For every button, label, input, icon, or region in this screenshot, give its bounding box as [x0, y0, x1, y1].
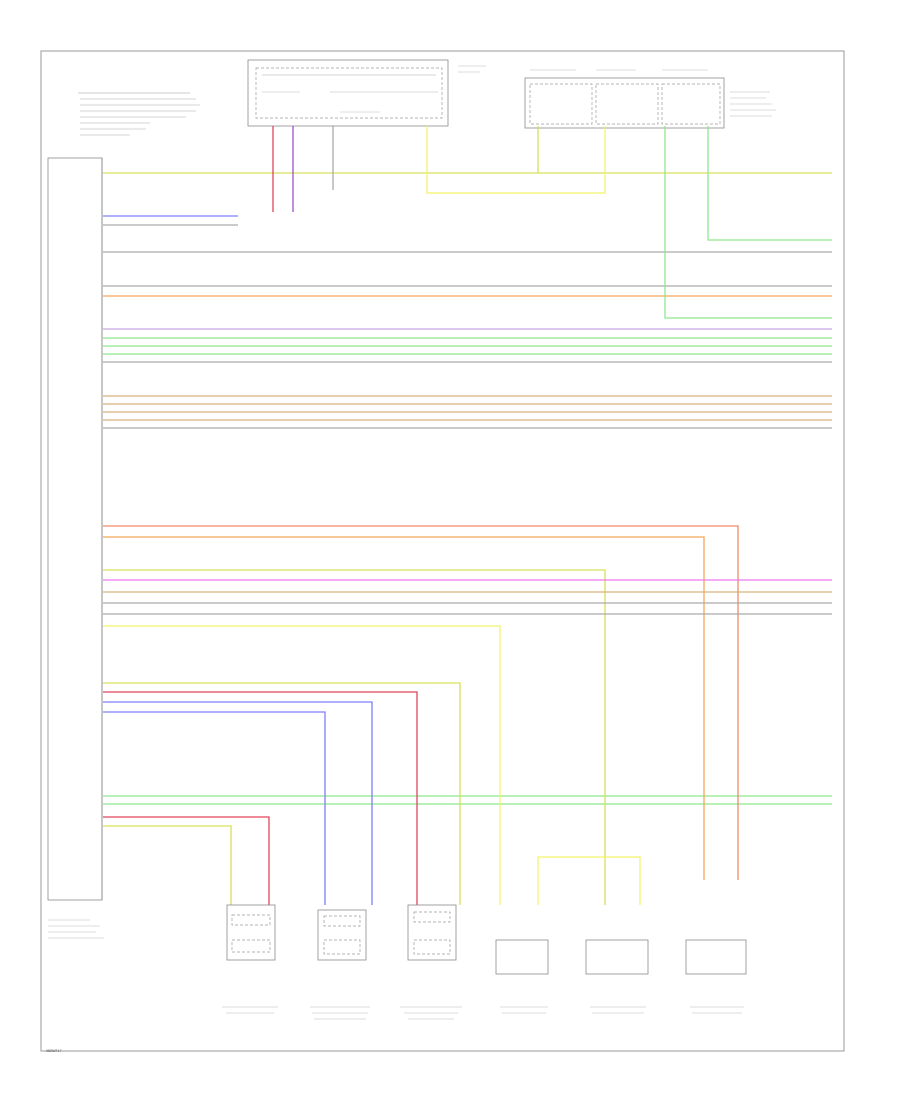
- top-right-module: [524, 69, 776, 129]
- wire-green-right-2: [707, 126, 832, 241]
- wire-blue-4: [103, 711, 326, 905]
- component-box-4: [495, 939, 549, 975]
- bottom-components: [222, 904, 747, 1020]
- wire-red-2: [103, 691, 418, 905]
- top-left-note-lines: [78, 92, 200, 136]
- diagram-border: [40, 50, 845, 1052]
- wire-orange-2: [103, 536, 705, 880]
- wire-lime-2: [103, 825, 232, 905]
- wire-lime-1: [103, 682, 461, 905]
- wire-red-3: [103, 816, 270, 905]
- wire-bridge-1: [537, 856, 641, 905]
- wire-salmon: [103, 525, 739, 880]
- component-box-5: [585, 939, 649, 975]
- page-id-label: ABBWF17: [46, 1049, 61, 1053]
- top-center-module: [247, 59, 486, 127]
- wire-yellow-green-2: [103, 569, 606, 905]
- wire-green-right-1: [664, 126, 832, 319]
- component-box-2: [317, 909, 367, 961]
- wire-blue-3: [103, 701, 373, 905]
- wire-yellow-3: [103, 625, 501, 905]
- wire-harness: [103, 126, 832, 905]
- component-box-3: [407, 904, 457, 961]
- component-box-6: [685, 939, 747, 975]
- wire-top-yellow: [426, 126, 606, 194]
- component-box-1: [226, 904, 276, 961]
- main-control-module: [47, 157, 104, 939]
